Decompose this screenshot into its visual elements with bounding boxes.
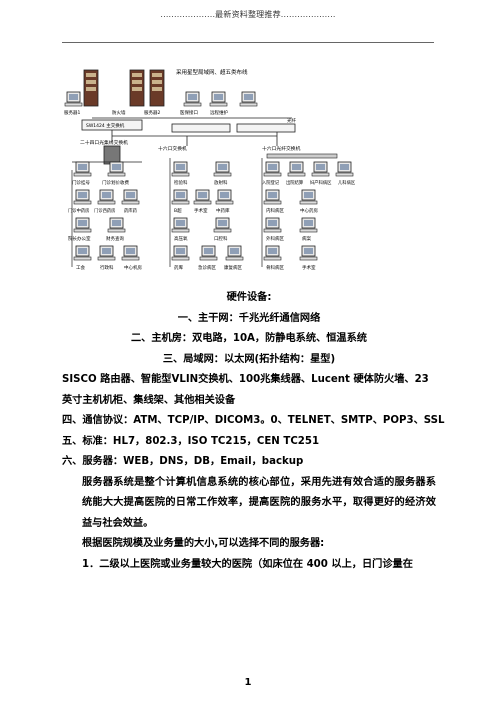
protocol-line: 四、通信协议：ATM、TCP/IP、DICOM3。0、TELNET、SMTP、P… — [62, 415, 445, 426]
left-label-4: 门诊西药房 — [94, 207, 115, 214]
standard-line: 五、标准：HL7，802.3，ISO TC215，CEN TC251 — [62, 435, 320, 447]
left-label-9: 行政科 — [100, 264, 114, 271]
server-icon — [83, 69, 99, 107]
bottom-label-1: 药库 — [174, 264, 183, 271]
right-label-9: 骨科病区 — [266, 264, 284, 271]
page-header: ....................最新资料整理推荐............… — [0, 0, 496, 44]
item-3: 三、局域网：以太网(拓扑结构：星型) — [162, 353, 336, 365]
right-label-10: 手术室 — [302, 264, 316, 271]
right-label-3: 妇产科病区 — [310, 179, 332, 186]
fiber-label: 光纤 — [287, 117, 296, 124]
switch-label-16: 十六口交换机 — [158, 145, 187, 152]
right-label-6: 中心药房 — [300, 207, 318, 214]
insurance-label: 医保接口 — [180, 109, 198, 116]
bottom-label-2: 急诊病区 — [198, 264, 216, 271]
section-heading: 硬件设备: — [226, 292, 272, 303]
left-label-8: 工会 — [76, 264, 85, 271]
mid-label-7: 口腔科 — [214, 235, 228, 242]
left-label-7: 财务查询 — [106, 235, 124, 242]
equipment-line-1: SISCO 路由器、智能型VLIN交换机、100兆集线器、Lucent 硬体防火… — [62, 374, 429, 385]
computer-icon — [183, 91, 202, 107]
right-label-1: 入院登记 — [262, 179, 280, 186]
switch-label-24: 二十四口光集线交换机 — [80, 139, 128, 146]
left-label-10: 中心机房 — [124, 264, 142, 271]
firewall-label: 防火墙 — [112, 109, 126, 116]
right-label-4: 儿科病区 — [338, 179, 356, 186]
server-icon — [149, 69, 165, 107]
right-label-8: 病案 — [302, 235, 311, 242]
servers-line: 六、服务器：WEB，DNS，DB，Email，backup — [62, 456, 304, 467]
right-label-5: 内科病区 — [266, 207, 284, 214]
mid-label-5: 中药库 — [216, 207, 230, 214]
computer-icon — [239, 91, 258, 107]
server-icon — [129, 69, 145, 107]
mid-label-3: B超 — [174, 207, 182, 214]
mid-label-1: 检验科 — [174, 179, 188, 186]
switch-label-fiber: 十六口光纤交换机 — [262, 145, 301, 152]
right-label-7: 外科病区 — [266, 235, 284, 242]
paragraph-2: 根据医院规模及业务量的大小,可以选择不同的服务器: — [82, 538, 325, 549]
document-body: 硬件设备: 一、主干网：千兆光纤通信网络 二、主机房：双电路，10A，防静电系统… — [62, 288, 445, 575]
mid-label-2: 放射科 — [214, 179, 228, 186]
mid-label-4: 手术室 — [194, 207, 208, 214]
left-label-3: 门诊中药房 — [68, 207, 89, 214]
core-switch-label: SW1424 主交换机 — [86, 122, 125, 129]
header-rule — [62, 42, 434, 43]
header-text: ....................最新资料整理推荐............… — [160, 10, 336, 19]
server2-label: 服务器2 — [144, 109, 160, 116]
mid-label-6: 高压氧 — [174, 235, 188, 242]
left-label-1: 门诊挂号 — [72, 179, 90, 186]
left-label-5: 药库药 — [124, 207, 138, 214]
computer-icon — [209, 91, 228, 107]
item-2: 二、主机房：双电路，10A，防静电系统、恒温系统 — [131, 333, 367, 344]
right-label-2: 出院结算 — [286, 179, 304, 186]
network-topology-diagram: 采用星型局域网、超五类布线 服务器1 服务器2 防火墙 医保接口 远程维护 SW… — [64, 68, 356, 271]
equipment-line-2: 英寸主机机柜、集线架、其他相关设备 — [62, 394, 236, 406]
page-number: 1 — [244, 677, 252, 688]
diagram-top-note: 采用星型局域网、超五类布线 — [176, 68, 248, 76]
item-1: 一、主干网：千兆光纤通信网络 — [177, 312, 321, 324]
paragraph-1: 服务器系统是整个计算机信息系统的核心部位，采用先进有效合适的服务器系统能大大提高… — [82, 476, 436, 529]
paragraph-3: 1．二级以上医院或业务量较大的医院（如床位在 400 以上，日门诊量在 — [82, 558, 413, 570]
left-label-2: 门诊划价收费 — [102, 179, 129, 186]
server1-label: 服务器1 — [64, 109, 80, 116]
left-label-6: 院长办公室 — [68, 235, 91, 242]
remote-label: 远程维护 — [210, 109, 228, 116]
computer-icon — [64, 91, 83, 107]
bottom-label-3: 康复病区 — [224, 264, 242, 271]
